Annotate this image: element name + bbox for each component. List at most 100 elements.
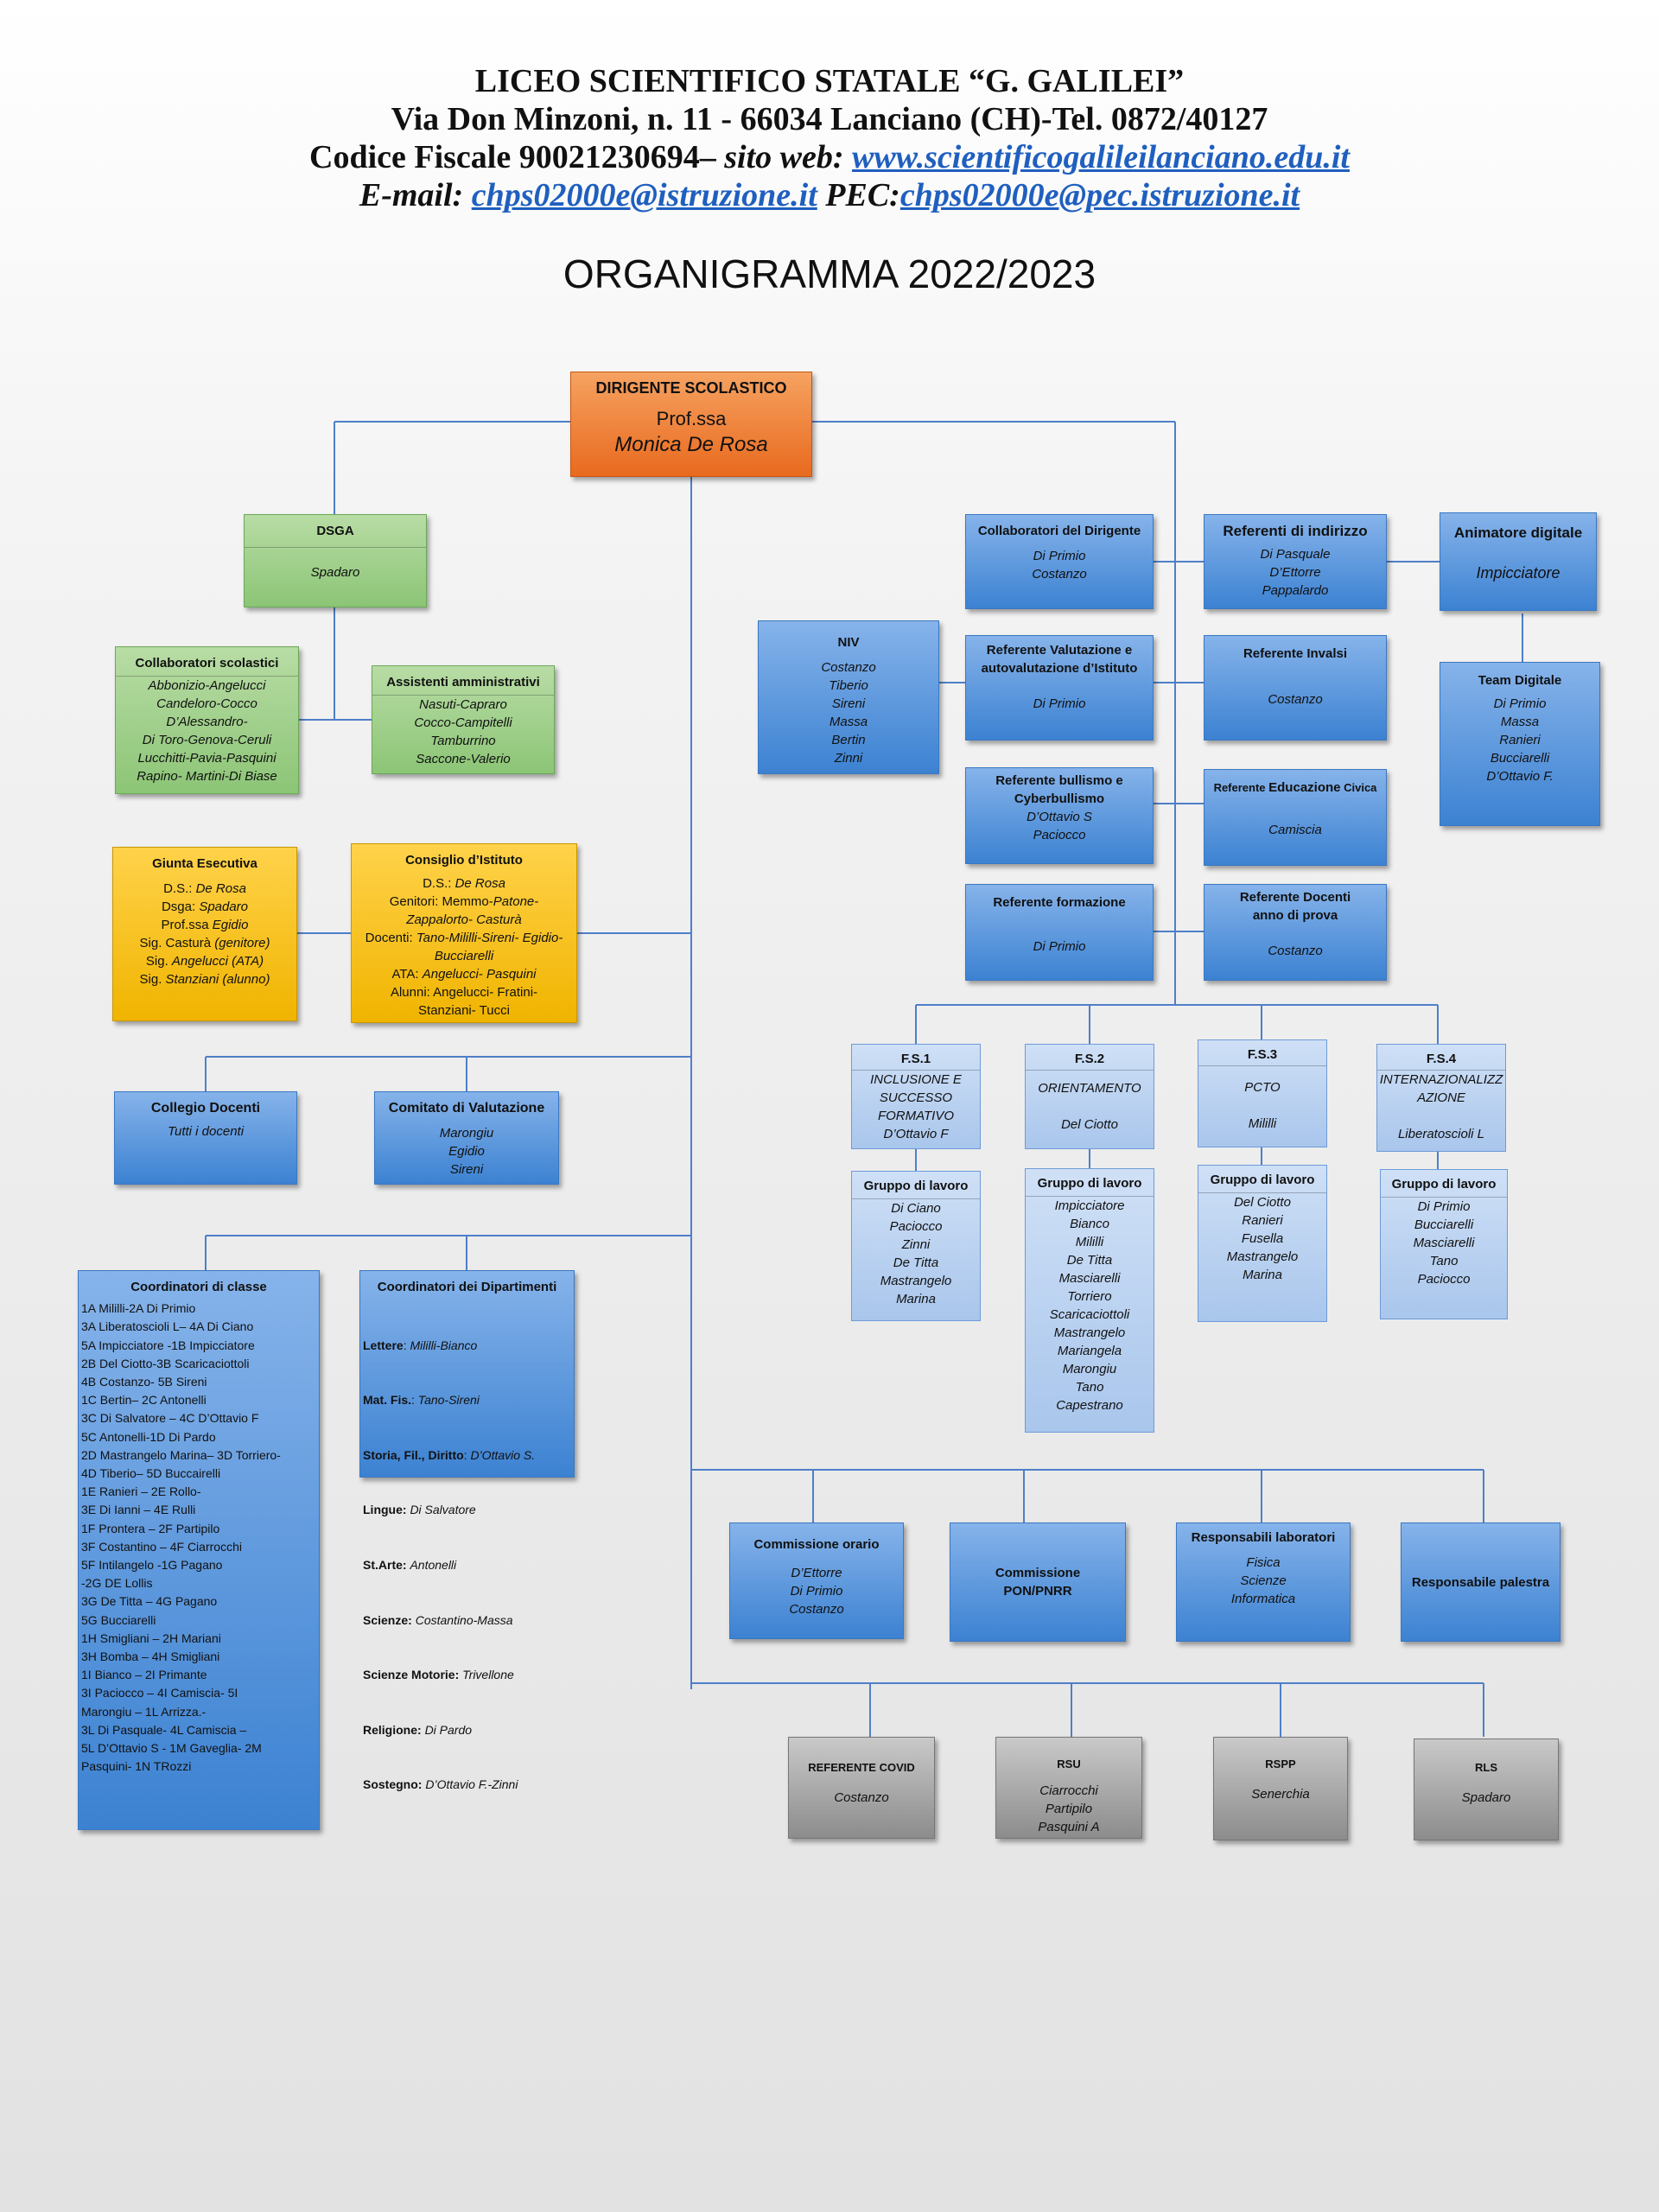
fs2-group-name: Torriero [1067,1289,1112,1304]
fs4-group-name: Bucciarelli [1414,1217,1474,1232]
commissione-orario-title: Commissione orario [753,1537,880,1552]
pec-link[interactable]: chps02000e@pec.istruzione.it [899,177,1300,213]
fs2-group-name: De Titta [1066,1253,1113,1268]
coordinatori-dipartimenti-box: Coordinatori dei Dipartimenti Lettere: M… [359,1270,575,1791]
rls-title: RLS [1475,1761,1497,1774]
coordinatori-classe-list: 1A Mililli-2A Di Primio 3A Liberatosciol… [79,1300,319,1776]
fs4-line: Liberatoscioli L [1397,1127,1485,1141]
ref-bullismo-name: D’Ottavio S [1027,810,1092,824]
fs2-line [1026,1097,1154,1116]
list-item: 3A Liberatoscioli L– 4A Di Ciano [81,1319,254,1334]
rspp-title: RSPP [1265,1758,1296,1770]
ref-invalsi-name: Costanzo [1268,692,1323,707]
school-contacts: E-mail: chps02000e@istruzione.it PEC:chp… [0,176,1659,214]
dsga-name: Spadaro [310,565,360,580]
comitato-box: Comitato di Valutazione Marongiu Egidio … [374,1091,559,1185]
fs4-line [1377,1107,1505,1125]
animatore-title: Animatore digitale [1453,524,1583,541]
fs4-line: INTERNAZIONALIZZ [1379,1072,1503,1087]
ref-invalsi-title: Referente Invalsi [1243,646,1348,661]
niv-name: Sireni [831,696,866,711]
assistenti-name: Tamburrino [430,734,496,748]
list-item: Pasquini- 1N TRozzi [81,1759,192,1774]
list-item: 3L Di Pasquale- 4L Camiscia – [81,1722,247,1737]
referenti-indirizzo-box: Referenti di indirizzo Di Pasquale D’Ett… [1204,514,1387,609]
fs3-group-name: Fusella [1241,1231,1284,1246]
email-label: E-mail: [359,177,472,213]
website-link[interactable]: www.scientificogalileilanciano.edu.it [852,139,1350,175]
dsga-box: DSGA Spadaro [244,514,427,607]
assistenti-title: Assistenti amministrativi [372,666,554,696]
giunta-line: Sig. Casturà (genitore) [139,936,270,950]
list-item: Religione: Di Pardo [363,1722,473,1737]
list-item: 5F Intilangelo -1G Pagano [81,1558,223,1573]
rsu-name: Pasquini A [1038,1820,1100,1834]
fs2-title: F.S.2 [1026,1045,1154,1071]
collaboratori-scolastici-name: Abbonizio-Angelucci [148,678,266,693]
fs2-group-name: Masciarelli [1058,1271,1121,1286]
list-item: Scienze Motorie: Trivellone [363,1668,514,1682]
fs2-group-name: Mariangela [1057,1344,1122,1358]
rls-box: RLS Spadaro [1414,1738,1559,1840]
niv-title: NIV [837,635,860,650]
consiglio-line: Docenti: Tano-Mililli-Sireni- Egidio- [365,931,563,945]
list-item: Scienze: Costantino-Massa [363,1612,513,1627]
collaboratori-scolastici-name: Lucchitti-Pavia-Pasquini [137,751,276,766]
giunta-line: Sig. Angelucci (ATA) [145,954,264,969]
fs4-group-name: Masciarelli [1413,1236,1475,1250]
consiglio-line: ATA: Angelucci- Pasquini [391,967,537,982]
comitato-name: Egidio [448,1144,485,1159]
commissione-pon-box: Commissione PON/PNRR [950,1522,1126,1642]
consiglio-line: Bucciarelli [434,949,494,963]
animatore-name: Impicciatore [1476,564,1560,582]
fs2-group-name: Tano [1075,1380,1104,1395]
dirigente-prefix: Prof.ssa [656,408,727,429]
giunta-line: Prof.ssa Egidio [161,918,249,932]
list-item: 4D Tiberio– 5D Buccairelli [81,1466,221,1481]
list-item: 1E Ranieri – 2E Rollo- [81,1484,201,1499]
commissione-orario-box: Commissione orario D’Ettorre Di Primio C… [729,1522,904,1639]
collaboratori-dirigente-title: Collaboratori del Dirigente [977,524,1141,538]
collaboratori-dirigente-name: Costanzo [1032,567,1087,582]
dipartimenti-list: Lettere: Mililli-Bianco Mat. Fis.: Tano-… [360,1300,574,1831]
ref-civica-title: Referente Educazione Civica [1213,780,1377,795]
fs1-group-name: Mastrangelo [880,1274,952,1288]
niv-name: Bertin [831,733,866,747]
responsabile-palestra-title: Responsabile palestra [1411,1574,1550,1590]
fs2-group-name: Bianco [1070,1217,1109,1231]
fs1-group-name: Paciocco [889,1219,943,1234]
list-item: St.Arte: Antonelli [363,1558,457,1573]
fs3-box: F.S.3 PCTO Mililli [1198,1039,1327,1147]
email-link[interactable]: chps02000e@istruzione.it [471,177,817,213]
commissione-pon-title: Commissione PON/PNRR [995,1566,1081,1599]
fs4-box: F.S.4 INTERNAZIONALIZZ AZIONE Liberatosc… [1376,1044,1506,1152]
collegio-title: Collegio Docenti [150,1101,261,1116]
fs1-box: F.S.1 INCLUSIONE E SUCCESSO FORMATIVO D’… [851,1044,981,1149]
niv-name: Zinni [834,751,863,766]
fs2-group-box: Gruppo di lavoro Impicciatore Bianco Mil… [1025,1168,1154,1433]
dirigente-box: DIRIGENTE SCOLASTICO Prof.ssa Monica De … [570,372,812,477]
fs3-title: F.S.3 [1198,1040,1326,1066]
ref-bullismo-name: Paciocco [1033,828,1086,842]
rls-name: Spadaro [1461,1790,1511,1805]
ref-invalsi-box: Referente Invalsi Costanzo [1204,635,1387,741]
team-digitale-box: Team Digitale Di Primio Massa Ranieri Bu… [1440,662,1600,826]
pec-label: PEC: [817,177,900,213]
list-item: 2B Del Ciotto-3B Scaricaciottoli [81,1356,250,1370]
collegio-box: Collegio Docenti Tutti i docenti [114,1091,297,1185]
fs3-group-name: Mastrangelo [1226,1249,1299,1264]
consiglio-line: Genitori: Memmo-Patone- [389,894,539,909]
laboratorio-name: Informatica [1230,1592,1296,1606]
list-item: 5C Antonelli-1D Di Pardo [81,1429,216,1444]
collaboratori-dirigente-name: Di Primio [1033,549,1086,563]
fs2-group-name: Marongiu [1062,1362,1117,1376]
list-item: 4B Costanzo- 5B Sireni [81,1375,207,1389]
fs2-group-name: Capestrano [1056,1398,1123,1413]
dsga-title: DSGA [245,515,426,548]
list-item: 1A Mililli-2A Di Primio [81,1301,196,1316]
dirigente-name: Monica De Rosa [614,433,768,456]
team-digitale-name: Bucciarelli [1490,751,1550,766]
fs2-group-name: Scaricaciottoli [1049,1307,1130,1322]
list-item: Sostegno: D’Ottavio F.-Zinni [363,1777,518,1792]
